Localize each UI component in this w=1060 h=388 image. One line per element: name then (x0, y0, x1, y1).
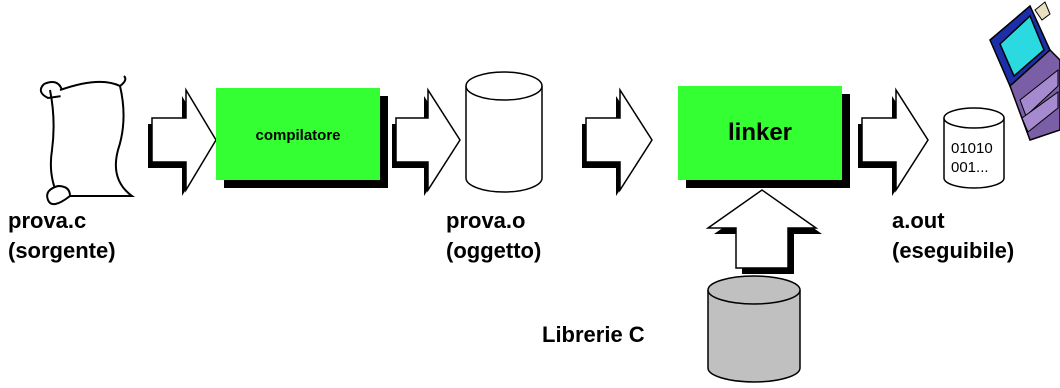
source-filename: prova.c (8, 208, 86, 233)
executable-filename: a.out (892, 208, 945, 233)
executable-type: (eseguibile) (892, 238, 1014, 263)
linker-label: linker (728, 119, 792, 146)
object-filename: prova.o (446, 208, 525, 233)
scroll-icon (39, 75, 136, 206)
compiler-label: compilatore (255, 127, 340, 144)
cylinder-icon (465, 71, 543, 193)
hollow-arrow-icon (858, 87, 929, 196)
hollow-arrow-icon (705, 189, 822, 274)
compiler-box: compilatore (216, 88, 388, 188)
laptop-computer-icon (989, 1, 1060, 141)
hollow-arrow-icon (582, 87, 653, 196)
library-label: Librerie C (542, 322, 645, 347)
hollow-arrow-icon (148, 87, 217, 196)
binary-text-line2: 001... (951, 159, 989, 176)
cylinder-icon (943, 107, 1005, 189)
cylinder-icon (707, 275, 801, 383)
binary-text-line1: 01010 (951, 140, 993, 157)
linker-box: linker (678, 86, 850, 188)
source-type: (sorgente) (8, 238, 116, 263)
object-type: (oggetto) (446, 238, 541, 263)
hollow-arrow-icon (392, 87, 461, 196)
